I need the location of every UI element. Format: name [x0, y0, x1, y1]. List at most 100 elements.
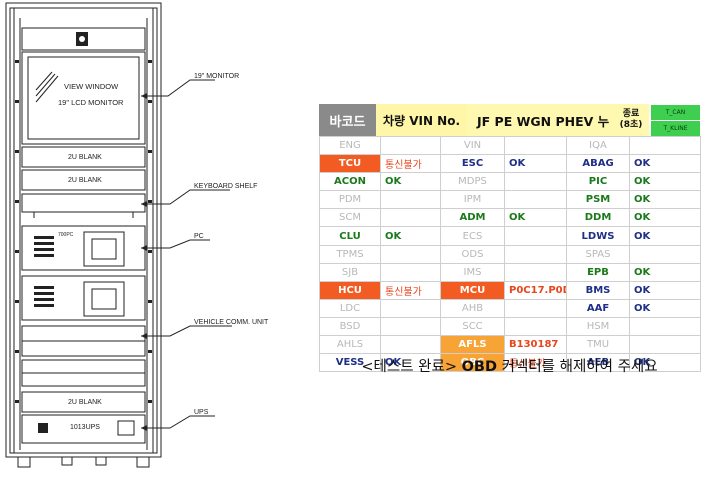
ecu-status-cell — [380, 316, 441, 337]
ecu-name-cell: IPM — [440, 190, 505, 210]
ecu-status-cell — [504, 244, 567, 264]
ecu-name-cell: BMS — [566, 280, 630, 300]
ecu-name-cell: SJB — [319, 262, 381, 282]
ecu-name-cell: DDM — [566, 208, 630, 228]
ecu-status-cell: 통신불가 — [380, 280, 441, 300]
ecu-status-cell — [504, 226, 567, 246]
callout-pc: PC — [194, 233, 204, 240]
finish-seconds: (8초) — [619, 120, 643, 130]
callout-vehicle-comm: VEHICLE COMM. UNIT — [194, 319, 269, 326]
ecu-status-cell: P0C17.P0D — [504, 280, 567, 300]
ecu-name-cell: HCU — [319, 280, 381, 300]
ecu-name-cell: PIC — [566, 172, 630, 192]
screen-label-1: VIEW WINDOW — [64, 82, 119, 91]
screen-label-2: 19" LCD MONITOR — [58, 98, 124, 107]
ecu-name-cell: MDPS — [440, 172, 505, 192]
table-row: BSD SCC HSM — [319, 316, 701, 337]
ecu-name-cell: PSM — [566, 190, 630, 210]
ecu-name-cell: TMU — [566, 335, 630, 355]
ecu-status-cell: 통신불가 — [504, 353, 567, 373]
ecu-name-cell: ESC — [440, 154, 505, 174]
ecu-status-cell — [504, 316, 567, 337]
rack-illustration — [5, 2, 232, 468]
ecu-name-cell: ENG — [319, 135, 381, 156]
ecu-status-cell: OK — [629, 262, 701, 282]
ecu-status-cell — [504, 190, 567, 210]
ecu-status-cell: OK — [504, 154, 567, 174]
ecu-status-cell — [380, 208, 441, 228]
ecu-status-cell — [629, 316, 701, 337]
ecu-status-cell — [504, 172, 567, 192]
callout-ups: UPS — [194, 409, 209, 416]
can-tag: T_CAN — [651, 105, 700, 120]
ecu-name-cell: AAF — [566, 298, 630, 318]
ecu-name-cell: LDC — [319, 298, 381, 318]
ecu-name-cell: ABAG — [566, 154, 630, 174]
ecu-name-cell: SPAS — [566, 244, 630, 264]
ecu-status-cell — [629, 135, 701, 156]
panel-header: 바코드 차량 VIN No. JF PE WGN PHEV 누 종료 (8초) … — [319, 104, 700, 136]
ecu-status-cell — [380, 298, 441, 318]
ecu-status-cell: OK — [629, 172, 701, 192]
ecu-status-cell: OK — [629, 298, 701, 318]
ecu-name-cell: ADM — [440, 208, 505, 228]
ecu-name-cell: TCU — [319, 154, 381, 174]
completion-obd: OBD — [461, 359, 498, 375]
ecu-name-cell: SCM — [319, 208, 381, 228]
blank-label-mid: 2U BLANK — [68, 177, 102, 184]
ecu-name-cell: HSM — [566, 316, 630, 337]
ecu-status-cell — [380, 244, 441, 264]
blank-label-top: 2U BLANK — [68, 154, 102, 161]
ecu-name-cell: TPMS — [319, 244, 381, 264]
ecu-status-cell — [629, 244, 701, 264]
ecu-status-cell: OK — [629, 208, 701, 228]
ecu-name-cell: MCU — [440, 280, 505, 300]
ecu-name-cell: AHB — [440, 298, 505, 318]
ecu-name-cell: IQA — [566, 135, 630, 156]
completion-message: <테스트 완료> OBD 커넥터를 해제하여 주세요 — [319, 355, 700, 376]
barcode-label: 바코드 — [319, 104, 376, 136]
ecu-name-cell: LDWS — [566, 226, 630, 246]
ecu-status-cell: OK — [629, 226, 701, 246]
ecu-status-cell — [380, 135, 441, 156]
ecu-status-cell: B130187 — [504, 335, 567, 355]
ecu-status-cell: OK — [380, 172, 441, 192]
completion-prefix: <테스트 완료> — [361, 359, 462, 375]
table-row: ENG VIN IQA — [319, 135, 701, 156]
ecu-status-cell — [380, 262, 441, 282]
kline-tag: T_KLINE — [651, 121, 700, 136]
callout-keyboard-shelf: KEYBOARD SHELF — [194, 183, 258, 190]
blank-label-bottom: 2U BLANK — [68, 399, 102, 406]
finish-indicator: 종료 (8초) — [613, 104, 649, 136]
ecu-name-cell: OBC — [440, 353, 505, 373]
ecu-name-cell: IMS — [440, 262, 505, 282]
ecu-name-cell: BSD — [319, 316, 381, 337]
ecu-name-cell: AFLS — [440, 335, 505, 355]
ecu-status-cell: OK — [629, 154, 701, 174]
rack-drawing: VIEW WINDOW 19" LCD MONITOR 2U BLANK 2U … — [0, 0, 300, 487]
ecu-status-cell: 통신불가 — [380, 154, 441, 174]
ecu-status-cell — [504, 262, 567, 282]
ecu-name-cell: ECS — [440, 226, 505, 246]
ecu-name-cell: VIN — [440, 135, 505, 156]
ecu-name-cell: SCC — [440, 316, 505, 337]
ecu-name-cell: EPB — [566, 262, 630, 282]
ecu-name-cell: AHLS — [319, 335, 381, 355]
ecu-name-cell: AEB — [566, 353, 630, 373]
ecu-status-cell: OK — [629, 353, 701, 373]
ecu-status-cell: OK — [504, 208, 567, 228]
ups-model-label: 1013UPS — [70, 424, 100, 431]
ecu-name-cell: ACON — [319, 172, 381, 192]
ecu-status-cell — [380, 190, 441, 210]
